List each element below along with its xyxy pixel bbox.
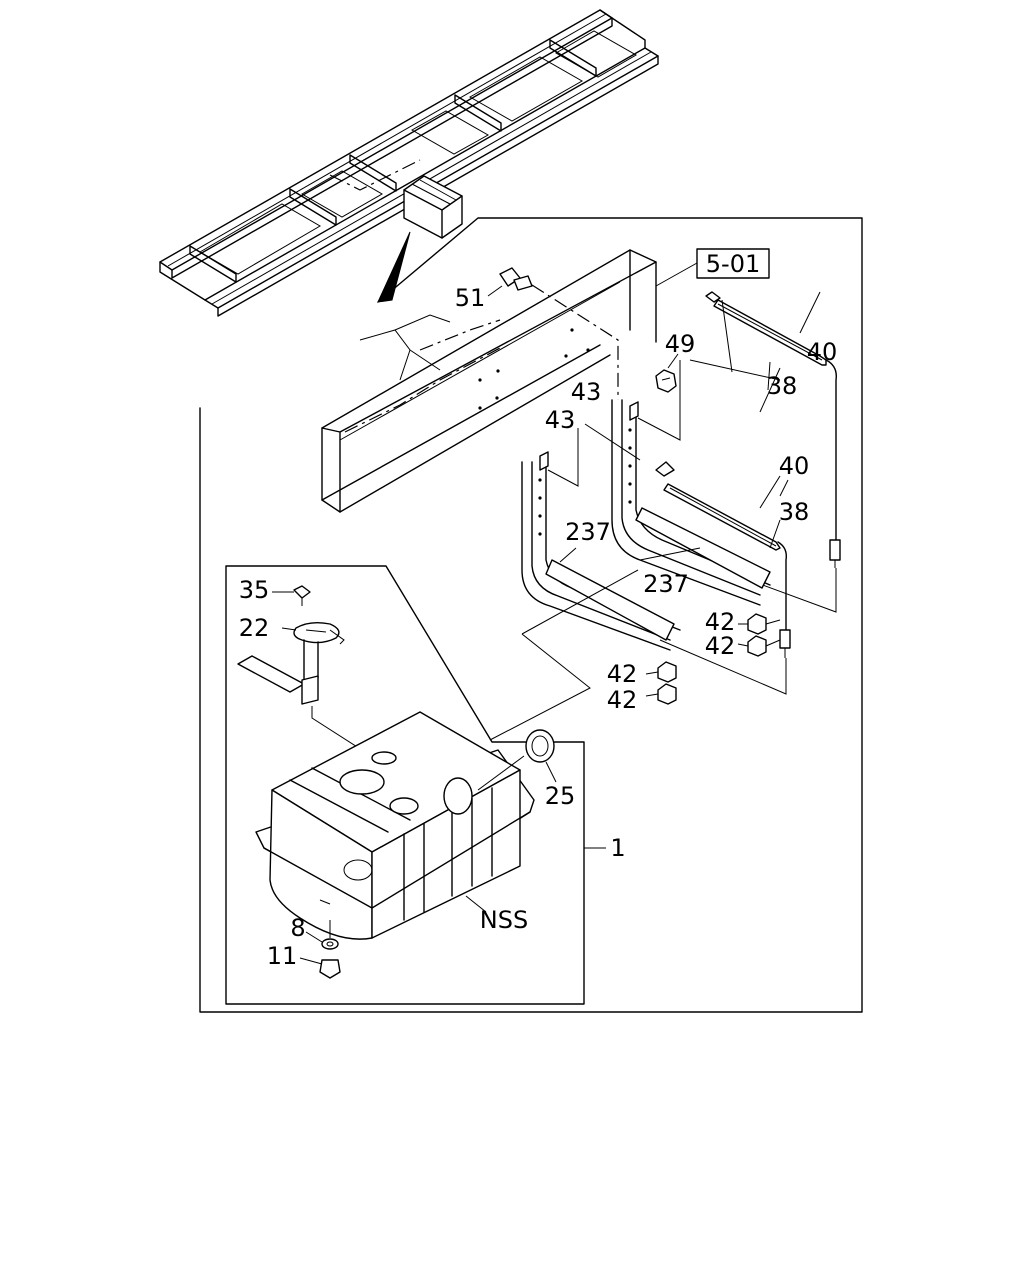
drain-plug [299, 920, 341, 979]
callout-22: 22 [239, 614, 270, 642]
callout-1: 1 [610, 834, 625, 862]
callout-25: 25 [545, 782, 576, 810]
tank-brackets [521, 360, 771, 651]
cross-braces [545, 507, 771, 641]
callout-8: 8 [290, 914, 305, 942]
callout-38a: 38 [767, 372, 798, 400]
callout-42a: 42 [705, 608, 736, 636]
callout-237a: 237 [565, 518, 611, 546]
callout-40b: 40 [779, 452, 810, 480]
detail-pointer [377, 231, 411, 303]
reference-label: 5-01 [706, 250, 760, 278]
nut-49 [655, 353, 679, 393]
frame-rail-detail [321, 249, 657, 513]
tank-group-border [225, 565, 585, 1005]
callout-nss: NSS [480, 906, 528, 934]
chassis-frame-overview [159, 9, 659, 317]
callout-49: 49 [665, 330, 696, 358]
callout-42c: 42 [607, 660, 638, 688]
callout-35: 35 [239, 576, 270, 604]
fuel-tank [255, 711, 535, 940]
detail-view-border [199, 217, 863, 1013]
assembly-line-a [521, 569, 639, 635]
callout-42b: 42 [705, 632, 736, 660]
callout-labels: 51 49 40 38 43 43 40 38 237 237 35 22 42… [239, 284, 838, 970]
fuel-sender-unit [237, 585, 391, 769]
callout-42d: 42 [607, 686, 638, 714]
reference-box: 5-01 [655, 248, 770, 287]
callout-43a: 43 [571, 378, 602, 406]
callout-51: 51 [455, 284, 486, 312]
callout-38b: 38 [779, 498, 810, 526]
assembly-line-b [489, 633, 591, 741]
tank-straps [655, 291, 841, 695]
callout-43b: 43 [545, 406, 576, 434]
nuts-42 [645, 613, 781, 705]
callout-40a: 40 [807, 338, 838, 366]
callout-237b: 237 [643, 570, 689, 598]
callout-11: 11 [267, 942, 298, 970]
seal-25 [477, 729, 557, 791]
bolt-51 [487, 267, 619, 400]
